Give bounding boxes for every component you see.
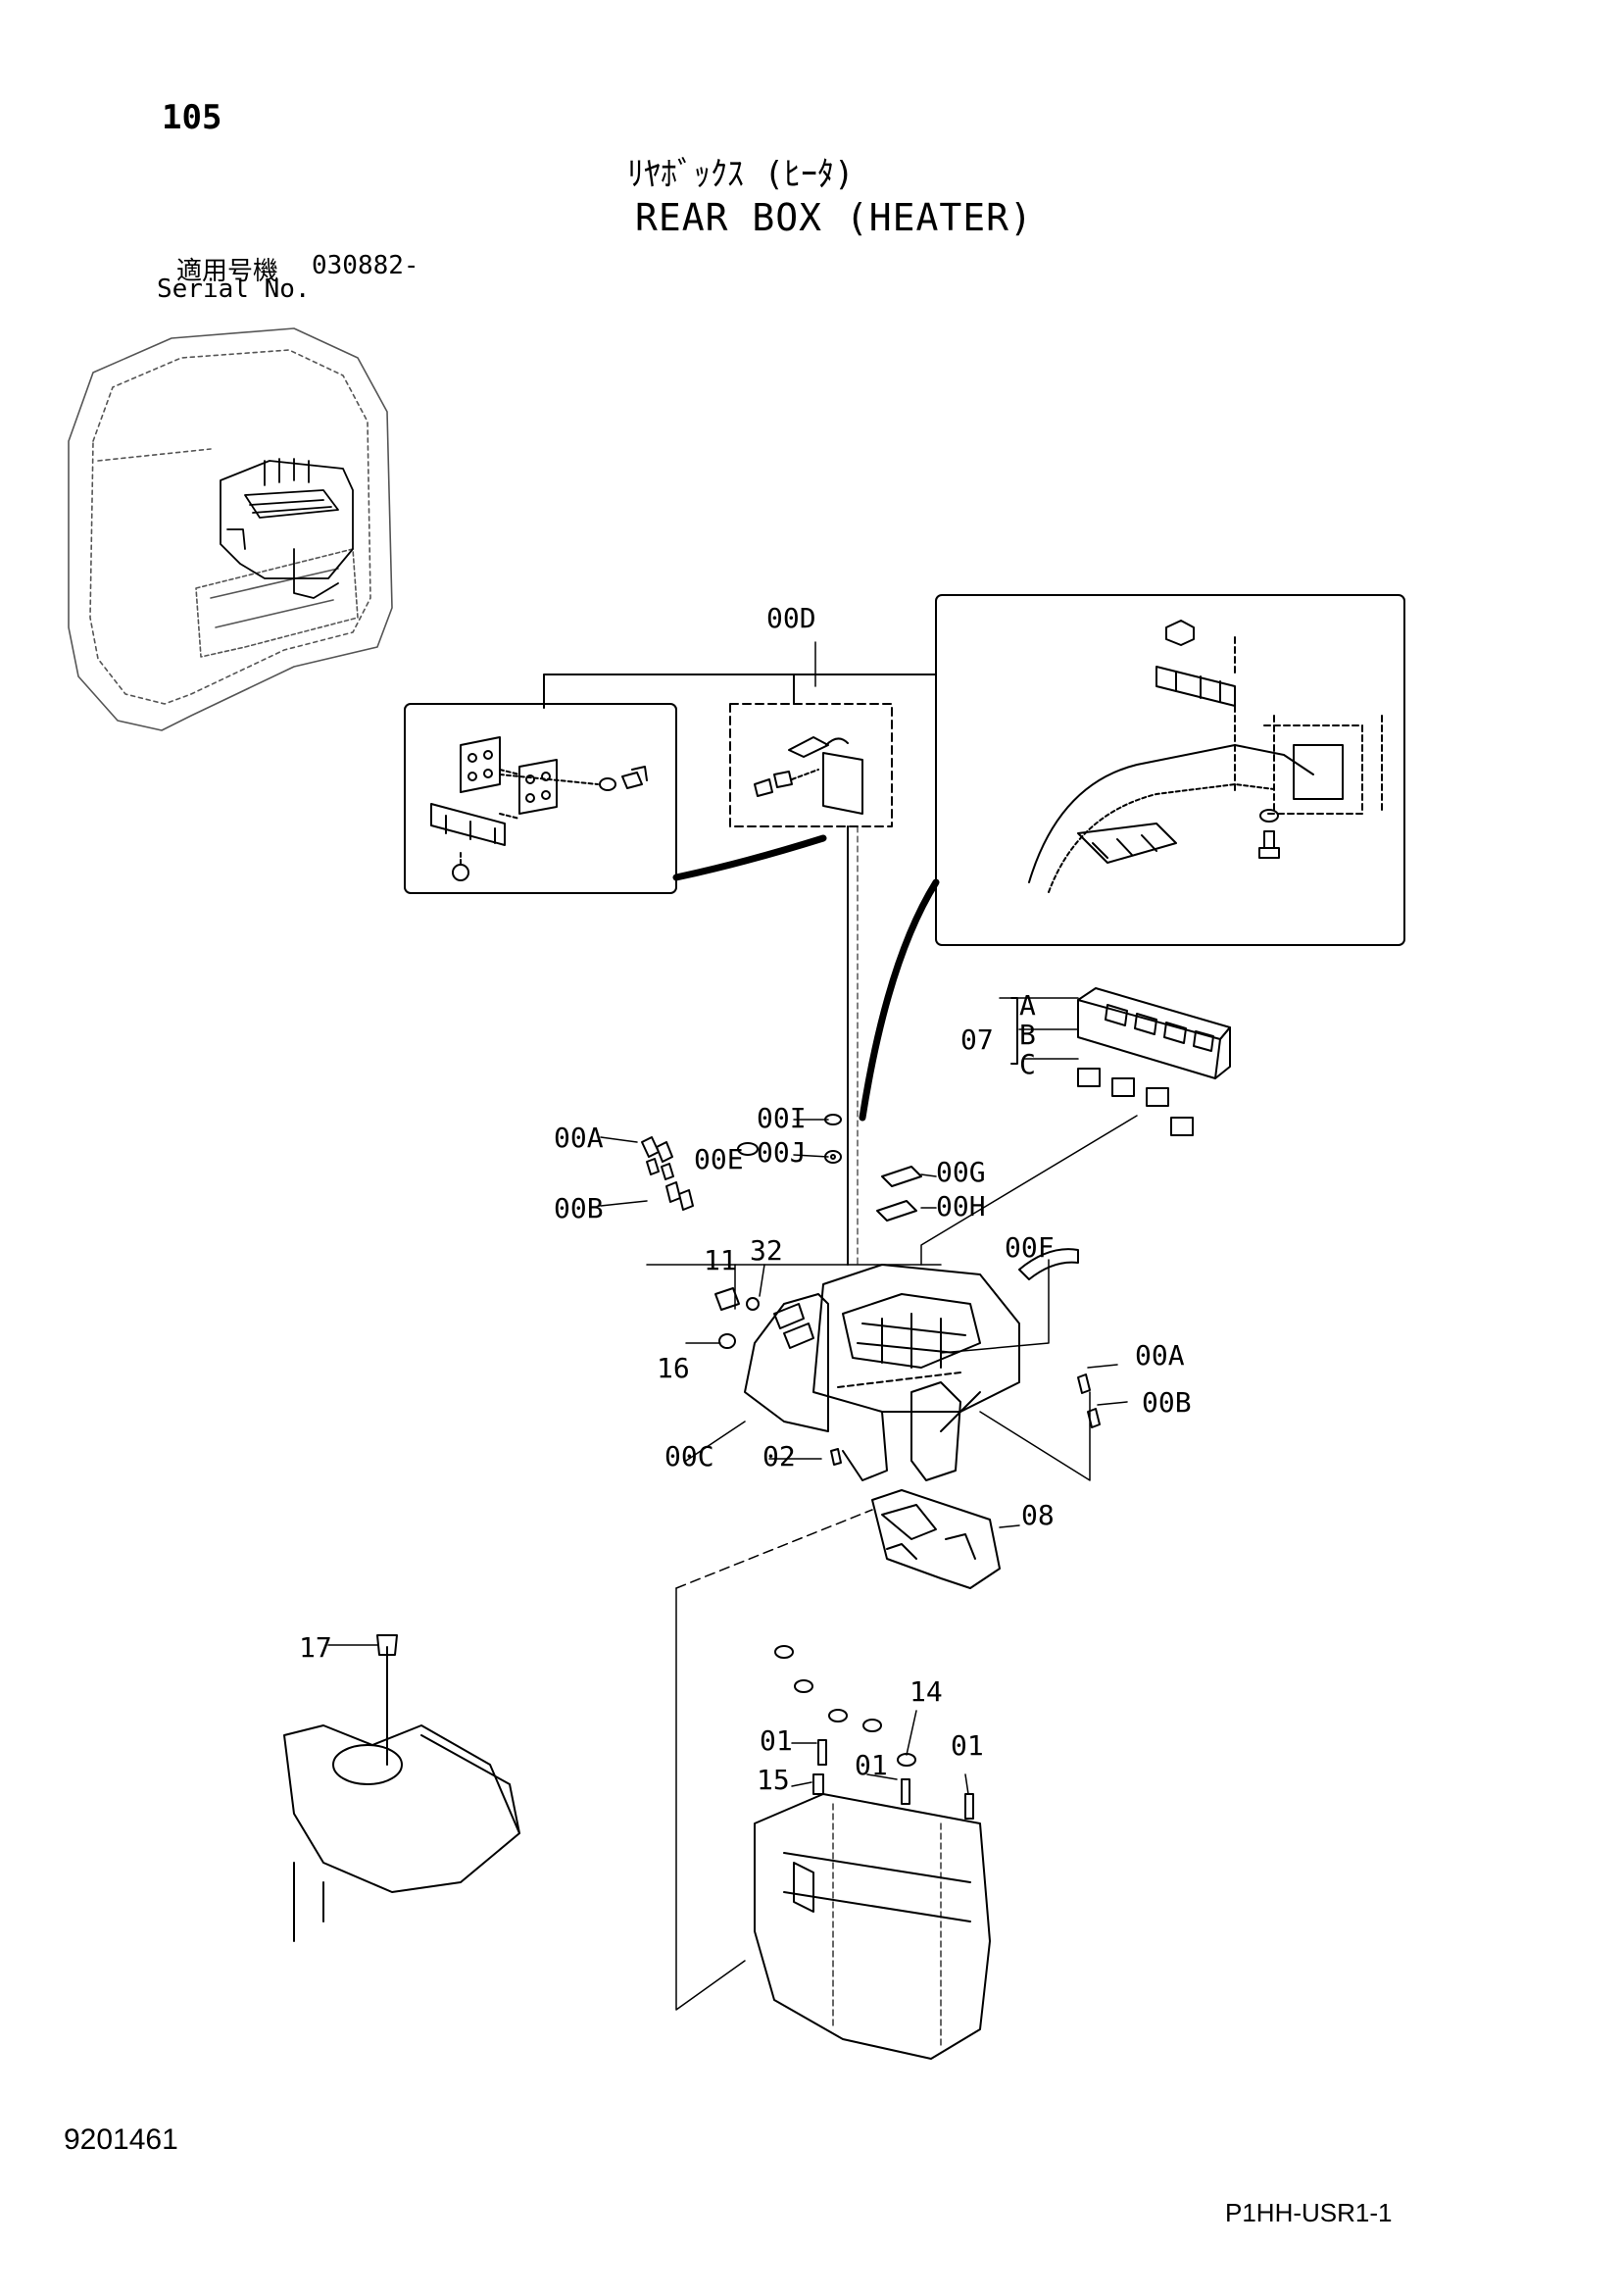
callout-00H: 00H [936,1190,986,1223]
callout-01-b: 01 [855,1749,888,1781]
title-english: REAR BOX (HEATER) [635,196,1033,239]
title-japanese: ﾘﾔﾎﾞｯｸｽ (ﾋｰﾀ) [627,155,855,194]
callout-00G: 00G [936,1156,986,1188]
cab-overview-illustration [68,327,393,731]
bracket-08 [871,1489,1001,1589]
callout-00F: 00F [1005,1231,1055,1264]
callout-14: 14 [909,1675,943,1708]
callout-00A-left: 00A [554,1122,604,1154]
callout-00D: 00D [766,602,816,634]
callout-11: 11 [704,1244,737,1276]
callout-07: 07 [960,1023,994,1056]
callout-00A-right: 00A [1135,1339,1185,1372]
callout-00C: 00C [664,1440,714,1472]
detail-box-00D [729,703,893,827]
detail-box-right [935,594,1405,946]
callout-07-B: B [1019,1019,1036,1051]
callout-08: 08 [1021,1499,1055,1531]
connector-lines [543,674,940,1266]
callout-07-C: C [1019,1048,1036,1080]
callout-17: 17 [299,1631,332,1664]
small-parts [641,1114,1101,1466]
callout-00E: 00E [694,1143,744,1175]
document-id: 9201461 [64,2123,178,2156]
callout-00B-right: 00B [1142,1386,1192,1419]
callout-02: 02 [762,1440,796,1472]
callout-01-a: 01 [760,1724,793,1757]
blower-unit [283,1634,520,1942]
callout-07-A: A [1019,989,1036,1022]
callout-15: 15 [757,1764,790,1796]
callout-16: 16 [657,1352,690,1384]
callout-32: 32 [750,1234,783,1267]
switch-panel-07 [1010,987,1231,1136]
lower-frame [754,1645,991,2060]
rear-box-in-cab [220,458,354,599]
leader-lines [327,641,1138,2011]
page-number: 105 [162,98,222,137]
callout-01-c: 01 [951,1729,984,1762]
serial-label-japanese: 適用号機 [176,257,279,286]
rear-box-main [744,1264,1020,1481]
callout-00J: 00J [757,1136,807,1169]
callout-00B-left: 00B [554,1192,604,1224]
serial-label-english: Serial No. [157,275,311,304]
detail-box-left [404,703,677,894]
sheet-code: P1HH-USR1-1 [1225,2198,1393,2227]
callout-00I: 00I [757,1102,807,1134]
serial-number-value: 030882- [312,251,419,280]
